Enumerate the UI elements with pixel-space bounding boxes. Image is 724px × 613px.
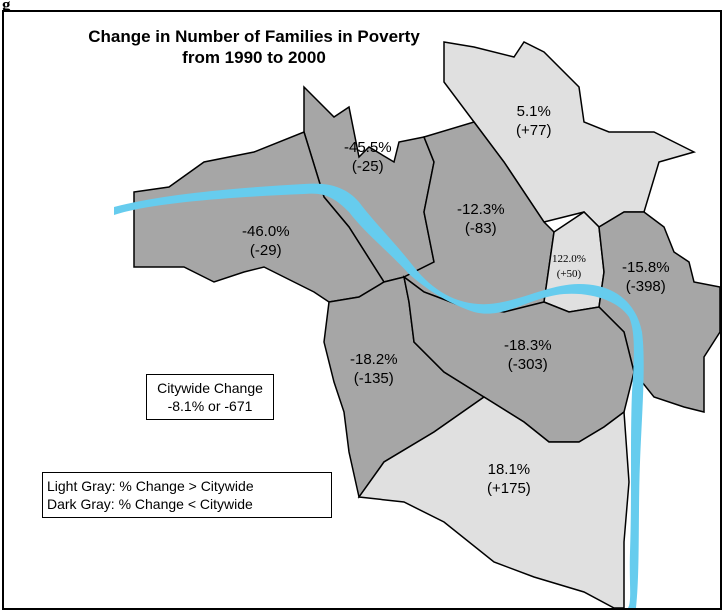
label-north-central-count: (-83) (464, 220, 497, 237)
citywide-change-line1: Citywide Change (157, 380, 263, 396)
citywide-change-line2: -8.1% or -671 (167, 398, 253, 414)
label-east-percent: -15.8% (622, 259, 670, 276)
label-east-count: (-398) (625, 278, 666, 295)
label-north-central: -12.3% (-83) (457, 200, 505, 238)
label-east: -15.8% (-398) (622, 258, 670, 296)
map-svg (114, 41, 720, 608)
label-southwest: -18.2% (-135) (350, 350, 398, 388)
region-south (357, 396, 630, 608)
label-northwest-percent: -45.5% (344, 139, 392, 156)
label-southwest-count: (-135) (353, 370, 394, 387)
label-south-count: (+175) (487, 480, 531, 497)
map-title-line2: from 1990 to 2000 (182, 48, 326, 67)
map-title-line1: Change in Number of Families in Poverty (88, 27, 420, 46)
legend-box: Light Gray: % Change > Citywide Dark Gra… (42, 472, 332, 518)
map-frame: Change in Number of Families in Poverty … (2, 10, 722, 610)
label-south-percent: 18.1% (487, 461, 531, 478)
label-small-central-count: (+50) (556, 268, 582, 280)
heading-fragment: g (2, 0, 11, 14)
label-northwest: -45.5% (-25) (344, 138, 392, 176)
label-south-central-percent: -18.3% (504, 337, 552, 354)
citywide-change-box: Citywide Change -8.1% or -671 (146, 374, 274, 420)
map-title: Change in Number of Families in Poverty … (4, 26, 504, 68)
label-south-central: -18.3% (-303) (504, 336, 552, 374)
label-south: 18.1% (+175) (487, 460, 531, 498)
label-south-central-count: (-303) (507, 356, 548, 373)
label-small-central: 122.0% (+50) (552, 252, 586, 282)
label-small-central-percent: 122.0% (552, 253, 586, 265)
label-west-count: (-29) (249, 242, 282, 259)
label-north-percent: 5.1% (516, 103, 551, 120)
label-north-count: (+77) (516, 122, 552, 139)
legend-line2: Dark Gray: % Change < Citywide (47, 496, 253, 512)
label-west-percent: -46.0% (242, 223, 290, 240)
label-northwest-count: (-25) (351, 158, 384, 175)
legend-line1: Light Gray: % Change > Citywide (47, 478, 254, 494)
label-west: -46.0% (-29) (242, 222, 290, 260)
label-southwest-percent: -18.2% (350, 351, 398, 368)
label-north: 5.1% (+77) (516, 102, 551, 140)
label-north-central-percent: -12.3% (457, 201, 505, 218)
